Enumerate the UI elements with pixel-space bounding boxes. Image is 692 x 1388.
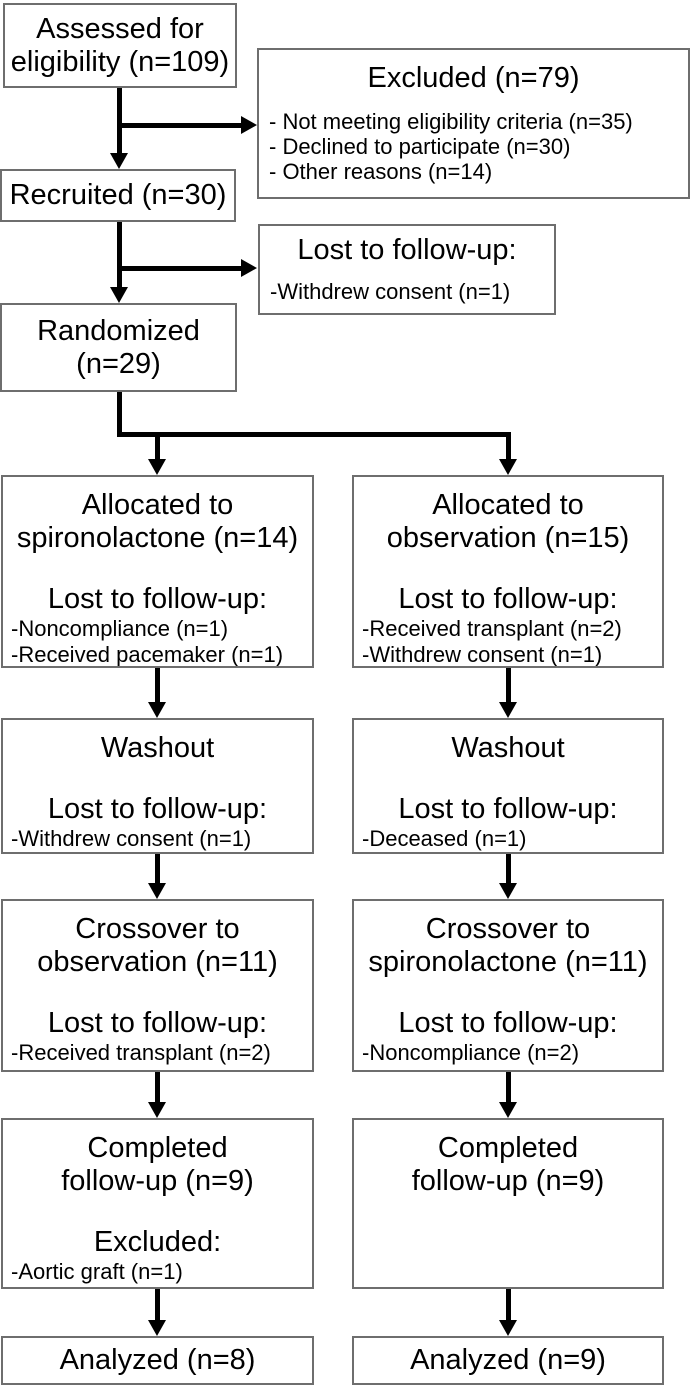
arrowhead-completed-to-analyzed-left <box>148 1320 166 1336</box>
box-analyzed-right: Analyzed (n=9) <box>352 1336 664 1385</box>
arrow-completed-to-analyzed-right-line <box>506 1289 511 1321</box>
list-item: -Received transplant (n=2) <box>11 1040 271 1065</box>
box-recruited: Recruited (n=30) <box>0 169 236 222</box>
box-subheading: Lost to follow-up: <box>47 793 268 825</box>
box-subheading: Lost to follow-up: <box>398 1007 618 1039</box>
list-item: - Other reasons (n=14) <box>269 159 493 184</box>
list-item: -Received transplant (n=2) <box>362 616 622 641</box>
box-subheading: Lost to follow-up: <box>47 1007 268 1039</box>
arrowhead-washout-to-crossover-right <box>499 883 517 899</box>
box-text-line: Assessed for <box>36 12 204 45</box>
box-heading-line: observation (n=15) <box>386 522 630 554</box>
arrowhead-to-lost-prerandom <box>241 259 257 277</box>
box-heading-line: Crossover to <box>75 913 240 945</box>
box-text-line: Analyzed (n=9) <box>410 1344 606 1376</box>
list-item: - Not meeting eligibility criteria (n=35… <box>269 109 633 134</box>
box-excluded: Excluded (n=79) - Not meeting eligibilit… <box>257 48 690 199</box>
box-heading-line: Allocated to <box>432 489 584 521</box>
box-text-line: Recruited (n=30) <box>9 179 227 211</box>
arrow-washout-to-crossover-right-line <box>506 854 511 884</box>
box-randomized: Randomized (n=29) <box>0 303 237 392</box>
box-title: Lost to follow-up: <box>297 234 517 266</box>
box-heading-line: Completed <box>87 1132 228 1164</box>
box-text-line: (n=29) <box>76 347 161 380</box>
box-text-line: Analyzed (n=8) <box>59 1344 256 1376</box>
list-item: -Noncompliance (n=1) <box>11 616 229 641</box>
box-washout-observation-arm: Washout Lost to follow-up: -Deceased (n=… <box>352 718 664 854</box>
arrowhead-recruited-to-randomized <box>110 287 128 303</box>
box-heading-line: observation (n=11) <box>37 946 278 978</box>
arrow-alloc-to-washout-left-line <box>155 668 160 703</box>
box-heading-line: follow-up (n=9) <box>411 1165 605 1197</box>
box-subheading: Lost to follow-up: <box>398 583 618 615</box>
box-lost-to-follow-up-prerandomization: Lost to follow-up: -Withdrew consent (n=… <box>258 224 556 315</box>
list-item: -Deceased (n=1) <box>362 826 527 851</box>
arrow-randomized-split-line <box>117 432 511 437</box>
arrow-recruited-to-randomized-line <box>117 222 122 288</box>
arrowhead-alloc-to-washout-right <box>499 702 517 718</box>
box-text-line: eligibility (n=109) <box>10 45 230 78</box>
arrowhead-to-allocated-observation <box>499 459 517 475</box>
arrowhead-crossover-to-completed-left <box>148 1102 166 1118</box>
box-heading-line: Allocated to <box>81 489 234 521</box>
list-item: - Declined to participate (n=30) <box>269 134 571 159</box>
box-heading-line: spironolactone (n=14) <box>16 522 299 554</box>
list-item: -Withdrew consent (n=1) <box>11 826 252 851</box>
arrow-to-lost-prerandom-line <box>117 266 242 271</box>
arrow-randomized-stem-line <box>117 392 122 437</box>
box-heading-line: Crossover to <box>425 913 591 945</box>
arrow-split-left-drop-line <box>155 432 160 460</box>
arrow-alloc-to-washout-right-line <box>506 668 511 703</box>
box-completed-follow-up-right: Completed follow-up (n=9) <box>352 1118 664 1289</box>
excluded-reasons-list: - Not meeting eligibility criteria (n=35… <box>259 109 688 184</box>
box-heading-line: Completed <box>437 1132 579 1164</box>
arrow-completed-to-analyzed-left-line <box>155 1289 160 1321</box>
box-heading-line: Washout <box>100 732 215 764</box>
box-washout-spironolactone-arm: Washout Lost to follow-up: -Withdrew con… <box>1 718 314 854</box>
box-subheading: Excluded: <box>93 1226 222 1258</box>
box-subheading: Lost to follow-up: <box>47 583 268 615</box>
box-assessed-eligibility: Assessed for eligibility (n=109) <box>3 3 237 88</box>
box-heading-line: spironolactone (n=11) <box>368 946 648 978</box>
arrow-split-right-drop-line <box>506 432 511 460</box>
list-item: -Noncompliance (n=2) <box>362 1040 580 1065</box>
arrow-to-excluded-line <box>117 123 242 128</box>
box-subheading: Lost to follow-up: <box>398 793 618 825</box>
box-text-line: Randomized <box>37 314 200 347</box>
list-item: -Aortic graft (n=1) <box>11 1259 183 1284</box>
arrowhead-alloc-to-washout-left <box>148 702 166 718</box>
arrow-crossover-to-completed-left-line <box>155 1072 160 1103</box>
list-item: -Withdrew consent (n=1) <box>362 642 603 667</box>
box-allocated-spironolactone: Allocated to spironolactone (n=14) Lost … <box>1 475 314 668</box>
box-crossover-to-observation: Crossover to observation (n=11) Lost to … <box>1 899 314 1072</box>
arrowhead-completed-to-analyzed-right <box>499 1320 517 1336</box>
box-title: Excluded (n=79) <box>367 62 580 94</box>
arrow-washout-to-crossover-left-line <box>155 854 160 884</box>
box-allocated-observation: Allocated to observation (n=15) Lost to … <box>352 475 664 668</box>
arrow-assessed-to-recruited-line <box>117 88 122 154</box>
box-completed-follow-up-left: Completed follow-up (n=9) Excluded: -Aor… <box>1 1118 314 1289</box>
box-heading-line: Washout <box>451 732 565 764</box>
box-analyzed-left: Analyzed (n=8) <box>1 1336 314 1385</box>
arrowhead-crossover-to-completed-right <box>499 1102 517 1118</box>
box-heading-line: follow-up (n=9) <box>61 1165 254 1197</box>
list-item: -Received pacemaker (n=1) <box>11 642 284 667</box>
arrow-crossover-to-completed-right-line <box>506 1072 511 1103</box>
arrowhead-washout-to-crossover-left <box>148 883 166 899</box>
box-crossover-to-spironolactone: Crossover to spironolactone (n=11) Lost … <box>352 899 664 1072</box>
arrowhead-assessed-to-recruited <box>110 153 128 169</box>
list-item: -Withdrew consent (n=1) <box>270 279 511 304</box>
arrowhead-to-allocated-spironolactone <box>148 459 166 475</box>
arrowhead-to-excluded <box>241 116 257 134</box>
